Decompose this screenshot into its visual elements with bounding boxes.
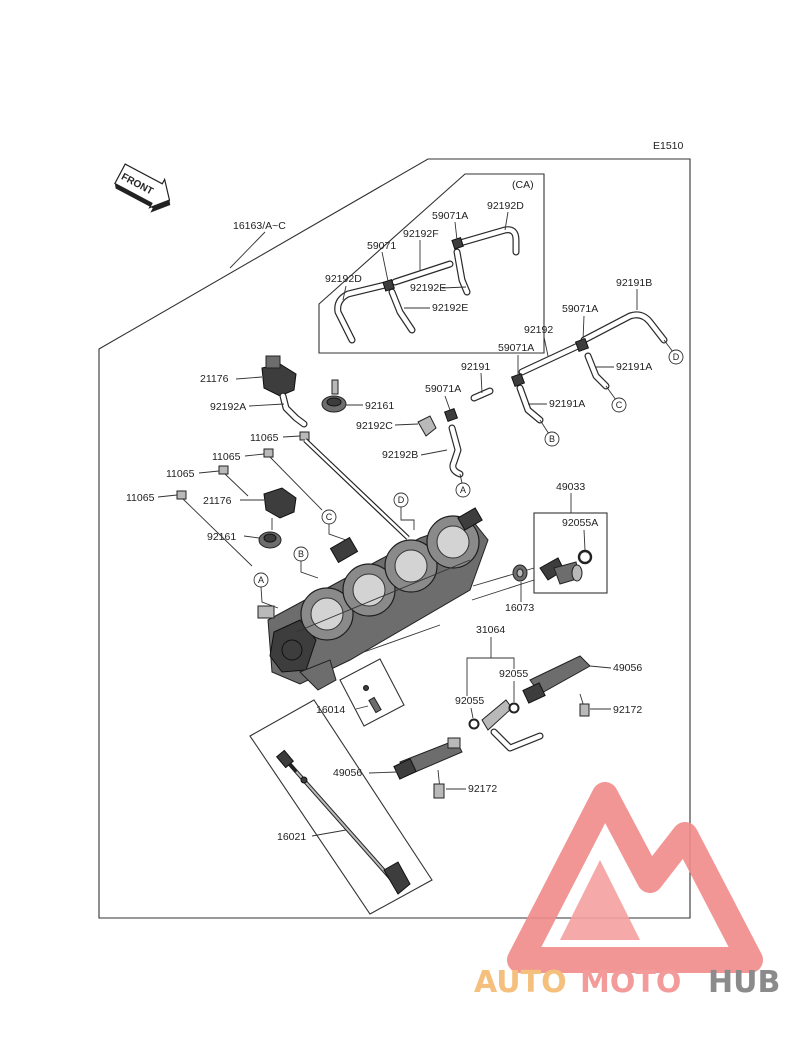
- label-11065-b: 11065: [212, 451, 241, 463]
- label-92192c: 92192C: [356, 420, 393, 432]
- vacuum-hose-set: [417, 311, 668, 478]
- ref-b-body: B: [293, 546, 319, 579]
- label-31064: 31064: [476, 624, 505, 636]
- label-92191b: 92191B: [616, 277, 652, 289]
- label-16021: 16021: [277, 831, 306, 843]
- label-59071a-r: 59071A: [562, 303, 598, 315]
- label-92172-l: 92172: [468, 783, 497, 795]
- svg-text:D: D: [673, 352, 680, 362]
- o-ring-92055-l: [468, 718, 480, 730]
- injector-group-box: [533, 512, 608, 594]
- label-11065-a: 11065: [250, 432, 279, 444]
- ref-a-body: A: [253, 572, 279, 609]
- fuel-rail-49056-l: [393, 737, 463, 799]
- pipe-11065-a: [299, 431, 410, 540]
- label-49033: 49033: [556, 481, 585, 493]
- fitting-92161-mid: [258, 531, 282, 549]
- label-49056-l: 49056: [333, 767, 362, 779]
- ca-group-label: (CA): [512, 179, 534, 191]
- assembly-frame: [98, 158, 691, 919]
- watermark-text: AUTO MOTO HUB: [474, 965, 780, 1000]
- ref-a-top: A: [455, 473, 471, 498]
- automotohub-logo-icon: [507, 782, 763, 973]
- pipe-11065-c: [218, 465, 249, 497]
- front-arrow-icon: FRONT: [114, 163, 171, 213]
- label-92192d-ca-top: 92192D: [487, 200, 524, 212]
- label-21176-mid: 21176: [203, 495, 232, 507]
- grommet-16073: [512, 564, 528, 582]
- label-92191a-mid: 92191A: [549, 398, 585, 410]
- throttle-bore-2: [342, 563, 396, 617]
- label-11065-d: 11065: [126, 492, 155, 504]
- ca-group-box: [318, 173, 545, 354]
- label-92055a: 92055A: [562, 517, 598, 529]
- label-49056-r: 49056: [613, 662, 642, 674]
- pipe-11065-b: [263, 448, 323, 511]
- label-92192d-ca-left: 92192D: [325, 273, 362, 285]
- label-21176-top: 21176: [200, 373, 229, 385]
- ref-d-body: D: [393, 492, 415, 530]
- label-59071a-ca: 59071A: [432, 210, 468, 222]
- label-92191a-r: 92191A: [616, 361, 652, 373]
- label-92192f: 92192F: [403, 228, 439, 240]
- o-ring-92055a: [577, 549, 593, 565]
- label-92192a: 92192A: [210, 401, 246, 413]
- screw-16014: [363, 685, 382, 714]
- svg-text:B: B: [549, 434, 555, 444]
- watermark-auto: AUTO: [474, 965, 567, 1000]
- label-92192e-top: 92192E: [410, 282, 446, 294]
- label-16163: 16163/A~C: [233, 220, 286, 232]
- svg-text:C: C: [326, 512, 333, 522]
- diagram-code: E1510: [653, 140, 684, 152]
- label-11065-c: 11065: [166, 468, 195, 480]
- parts-box-16021: [249, 699, 433, 915]
- label-92192e-bot: 92192E: [432, 302, 468, 314]
- label-92192: 92192: [524, 324, 553, 336]
- ref-c-body: C: [321, 509, 347, 541]
- watermark-hub: HUB: [708, 965, 780, 1000]
- label-59071a-mid: 59071A: [498, 342, 534, 354]
- label-92192b: 92192B: [382, 449, 418, 461]
- svg-text:A: A: [258, 575, 264, 585]
- fitting-92161-top: [321, 379, 347, 413]
- svg-text:B: B: [298, 549, 304, 559]
- throttle-body: [257, 507, 489, 691]
- svg-text:D: D: [398, 495, 405, 505]
- label-92055-l: 92055: [455, 695, 484, 707]
- parts-box-16014: [339, 658, 405, 727]
- svg-text:A: A: [460, 485, 466, 495]
- sensor-21176-mid: [263, 487, 297, 530]
- ref-b-top: B: [539, 419, 560, 447]
- label-92172-r: 92172: [613, 704, 642, 716]
- cable-16021: [275, 749, 411, 895]
- throttle-bore-1: [300, 587, 354, 641]
- sensor-21176-top: [261, 355, 308, 428]
- label-16014: 16014: [316, 704, 345, 716]
- label-92161-top: 92161: [365, 400, 394, 412]
- fuel-rail-49056-r: [522, 655, 591, 717]
- label-59071: 59071: [367, 240, 396, 252]
- svg-text:C: C: [616, 400, 623, 410]
- o-ring-92055-r: [508, 702, 520, 714]
- label-16073: 16073: [505, 602, 534, 614]
- label-59071a-l: 59071A: [425, 383, 461, 395]
- label-92161-mid: 92161: [207, 531, 236, 543]
- label-92055-r: 92055: [499, 668, 528, 680]
- ref-d-top: D: [663, 339, 684, 365]
- label-92191: 92191: [461, 361, 490, 373]
- ref-c-top: C: [605, 385, 627, 413]
- watermark-moto: MOTO: [580, 965, 681, 1000]
- injector: [539, 557, 583, 585]
